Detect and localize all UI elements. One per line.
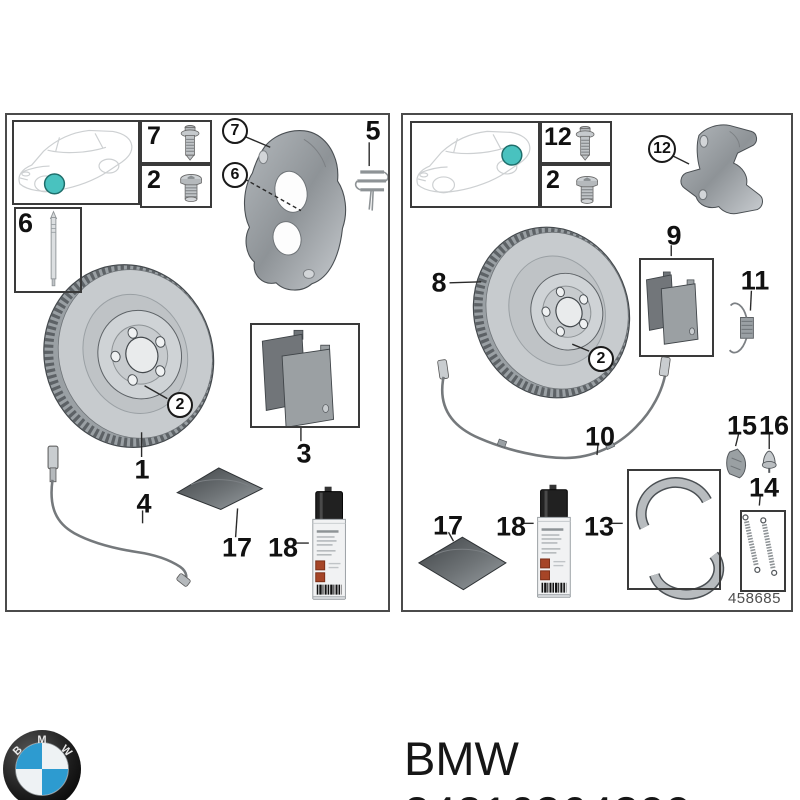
brake-shoes-drawing: [635, 477, 725, 600]
label-retaining-clip: 5: [365, 115, 381, 146]
car-inset-box: [410, 121, 540, 208]
brake-pads-drawing: [646, 271, 699, 345]
logo-quadrant-blue-br: [42, 769, 68, 795]
pin-inset-box: [14, 207, 82, 293]
bolt-icon: [575, 125, 595, 161]
label-brake-shoes: 13: [583, 511, 615, 542]
callout-wheel-bolt: 2: [167, 392, 193, 418]
expander-drawing: [726, 448, 747, 479]
caliper-carrier-drawing: [680, 124, 763, 215]
wear-sensor-drawing: [47, 445, 191, 587]
leader-lines: [447, 154, 770, 542]
spray-can-drawing: [537, 484, 571, 598]
shoes-box: [627, 469, 721, 590]
label-spray-can: 18: [267, 532, 299, 563]
plug-inset-box: [540, 164, 612, 208]
diagram-number: 458685: [727, 590, 781, 607]
retaining-clip-drawing: [354, 170, 388, 211]
plug-screw-icon: [576, 175, 598, 204]
bolt-icon: [180, 124, 200, 161]
car-thumbnail-sketch: [416, 130, 531, 194]
brake-caliper-drawing: [244, 130, 347, 291]
plug-inset-box: [140, 164, 212, 208]
label-adjuster: 16: [758, 410, 790, 441]
inset-label-bolt: 12: [544, 123, 572, 151]
logo-quadrant-white-tr: [42, 743, 68, 769]
label-spray-can: 18: [495, 511, 527, 542]
label-spring-kit: 14: [748, 472, 780, 503]
label-brake-pads: 3: [296, 438, 312, 469]
pads-box: [639, 258, 714, 357]
part-number-title: BMW 34216864899: [404, 732, 692, 800]
label-grease-sachet: 17: [432, 510, 464, 541]
label-brake-disc: 1: [134, 454, 150, 485]
leader-lines: [140, 135, 370, 544]
callout-guide-pin: 6: [222, 162, 248, 188]
inset-label-plug: 2: [147, 166, 161, 194]
callout-carrier: 12: [648, 135, 676, 163]
label-brake-disc: 8: [431, 267, 447, 298]
guide-pin-icon: [49, 210, 58, 287]
label-brake-pads: 9: [666, 220, 682, 251]
grease-sachet-drawing: [417, 536, 507, 591]
plug-screw-icon: [180, 174, 202, 202]
label-grease-sachet: 17: [221, 532, 253, 563]
logo-quadrant-white-bl: [16, 769, 42, 795]
spring-clip-drawing: [728, 302, 754, 354]
front-axle-highlight-dot: [43, 173, 66, 195]
logo-quadrant-blue-tl: [16, 743, 42, 769]
bolt-inset-box: [140, 120, 212, 164]
label-spring-clip: 11: [740, 265, 770, 296]
brake-disc-drawing: [472, 226, 631, 399]
brake-pads-drawing: [261, 329, 335, 428]
grease-sachet-drawing: [176, 467, 264, 510]
label-wear-sensor: 10: [584, 421, 616, 452]
rear-brake-drawing: [416, 124, 778, 600]
label-wear-sensor: 4: [136, 488, 152, 519]
wear-sensor-drawing: [437, 356, 671, 460]
bmw-logo: B M W: [3, 730, 81, 800]
spring-kit-box: [740, 510, 786, 592]
bolt-inset-box: [540, 121, 612, 164]
logo-letter-m: M: [37, 734, 46, 746]
adjuster-drawing: [761, 450, 777, 473]
inset-label-bolt: 7: [147, 122, 161, 150]
inset-label-pin: 6: [18, 208, 34, 238]
label-expander: 15: [726, 410, 758, 441]
spring-kit-drawing: [742, 514, 778, 576]
front-brake-panel: 7 2 6 7 6 2 5 1 4 3 17 18: [5, 113, 390, 612]
rear-brake-panel: 12 2 12 2 8 9 10 11 13 14 15 16 17 18 45…: [401, 113, 793, 612]
spray-can-drawing: [312, 486, 346, 600]
callout-bolt: 7: [222, 118, 248, 144]
callout-wheel-bolt: 2: [588, 346, 614, 372]
pads-box: [250, 323, 360, 428]
rear-axle-highlight-dot: [501, 144, 523, 166]
inset-label-plug: 2: [546, 166, 560, 194]
car-inset-box: [12, 120, 140, 205]
